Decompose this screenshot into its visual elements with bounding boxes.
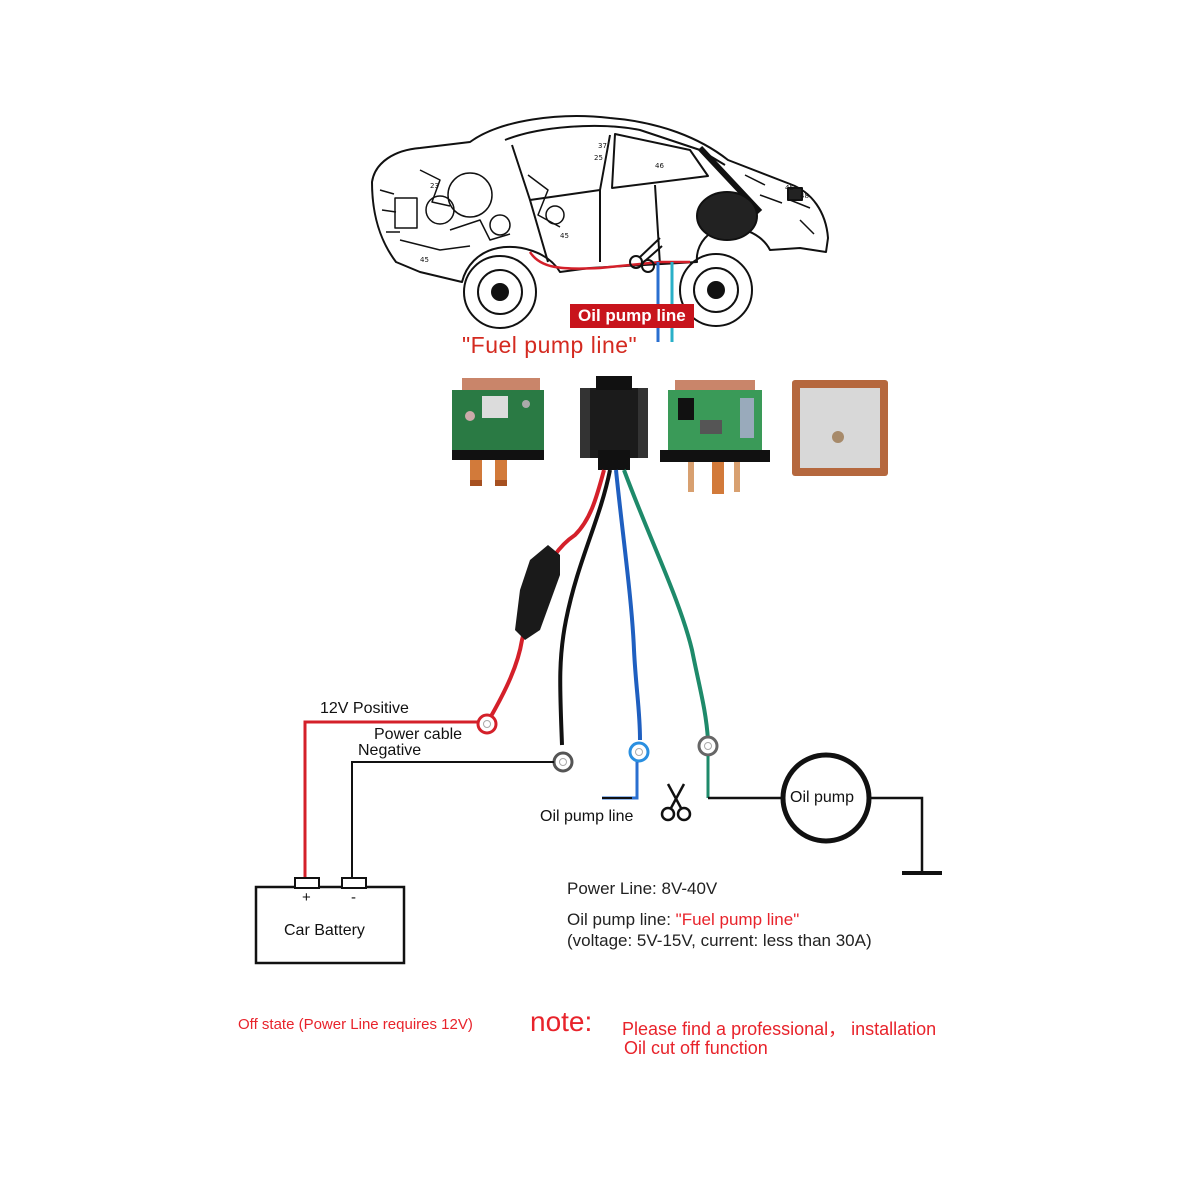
wire-black [558,469,612,746]
oil-line-blue-segment [602,762,639,800]
voltage-current-spec: (voltage: 5V-15V, current: less than 30A… [567,931,872,950]
car-battery-label: Car Battery [284,922,365,939]
svg-text:48: 48 [800,192,809,200]
oil-pump-line-label: Oil pump line [540,808,634,825]
gps-antenna-patch [792,380,888,476]
car-battery-box [254,885,406,965]
gps-board-back [660,380,770,494]
ring-terminal-blue [628,741,650,763]
negative-label: Negative [358,742,422,759]
ring-terminal-red [476,713,498,735]
ring-terminal-green [697,735,719,757]
negative-run-line [351,761,554,880]
positive-run-line [303,720,478,880]
battery-plus-sign: + [302,889,311,906]
battery-minus-sign: - [351,889,356,906]
ring-terminal-black [552,751,574,773]
positive-label: 12V Positive [320,700,409,717]
oil-line-spec-highlight: "Fuel pump line" [675,910,800,929]
svg-text:45: 45 [420,256,429,264]
wire-green [622,469,710,741]
svg-text:23: 23 [430,182,439,190]
svg-text:45: 45 [560,232,569,240]
scissors-icon [660,783,692,822]
oil-pump-label: Oil pump [790,789,855,806]
oil-line-spec-prefix: Oil pump line: [567,910,676,929]
off-state-note: Off state (Power Line requires 12V) [238,1016,473,1033]
note-line-2: Oil cut off function [624,1038,768,1058]
note-label: note: [530,1006,593,1037]
svg-text:46: 46 [655,162,664,170]
svg-text:37: 37 [598,142,607,150]
gps-board-front [452,378,544,486]
power-cable-label: Power cable [374,726,463,743]
car-cutaway-illustration: 37 25 46 45 48 45 23 45 [371,115,829,329]
wire-blue [614,469,642,741]
pump-ground-line [869,796,924,872]
car-scissors-icon [629,237,663,273]
battery-positive-terminal [294,877,320,889]
fuel-pump-line-caption: "Fuel pump line" [462,332,638,358]
svg-text:45: 45 [785,184,794,192]
fuse-holder [515,545,560,640]
relay-housing [580,376,648,470]
svg-text:25: 25 [594,154,603,162]
note-line-1: Please find a professional， installation [622,1019,937,1039]
oil-pump-line-banner: Oil pump line [570,304,694,328]
battery-negative-terminal [341,877,367,889]
power-line-spec: Power Line: 8V-40V [567,879,718,898]
car-fuel-line [528,251,690,270]
oil-line-spec: Oil pump line: "Fuel pump line" [567,910,799,930]
